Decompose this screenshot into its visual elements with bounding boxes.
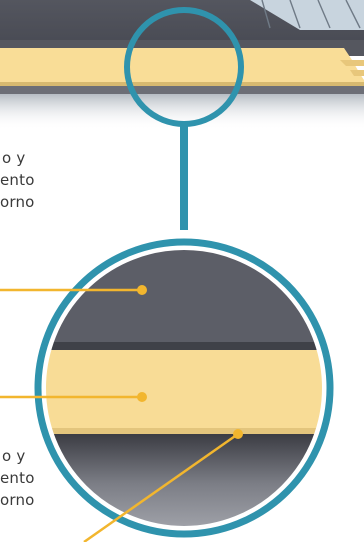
caption-lower-line-3: orno [0,491,35,509]
roof-panel [0,0,364,130]
caption-lower-line-1: o y [2,447,26,465]
caption-lower-line-2: ento [0,469,35,487]
leader-dot-lower [233,429,243,439]
leader-dot-upper [137,285,147,295]
large-magnifier-ring [40,244,328,532]
leader-lines [0,288,239,542]
leader-dot-middle [137,392,147,402]
caption-upper-line-1: o y [2,149,26,167]
caption-upper-line-2: ento [0,171,35,189]
caption-upper-line-3: orno [0,193,35,211]
ring-connector [180,124,188,230]
